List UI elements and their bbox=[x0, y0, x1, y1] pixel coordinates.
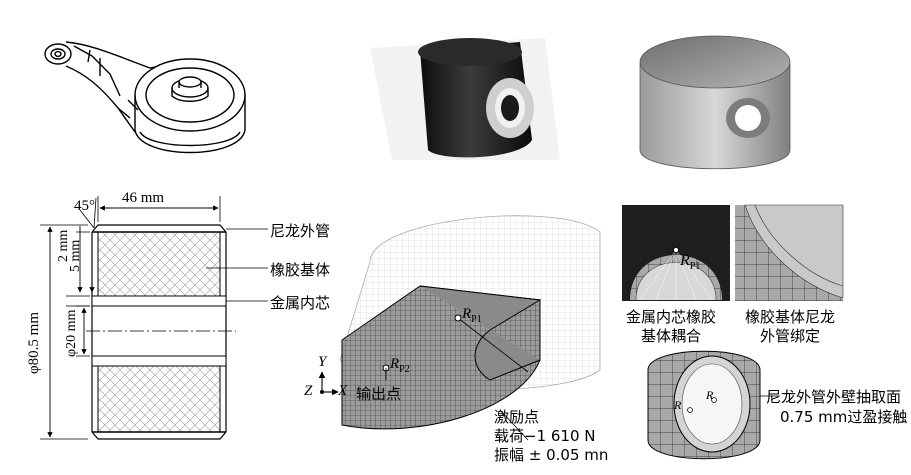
tie-label-line2: 外管绑定 bbox=[760, 327, 821, 345]
coupling-label-line2: 基体耦合 bbox=[641, 327, 702, 345]
tie-label-line1: 橡胶基体尼龙 bbox=[745, 308, 836, 326]
output-point-label: 输出点 bbox=[356, 385, 402, 403]
outer-surface-label-line1: 尼龙外管外壁抽取面 bbox=[766, 388, 902, 406]
section-drawing bbox=[40, 196, 268, 440]
dim-5mm-label: 5 mm bbox=[68, 239, 83, 272]
dim-phi20-label: φ20 mm bbox=[64, 309, 79, 357]
bushing-photo bbox=[370, 38, 560, 160]
rp2-label: RP2 bbox=[390, 356, 410, 375]
axis-z-label: Z bbox=[304, 383, 313, 399]
engine-mount-drawing bbox=[44, 41, 246, 154]
dim-angle-label: 45° bbox=[74, 198, 95, 214]
axis-y-label: Y bbox=[318, 354, 327, 370]
outer-surface-label-line2: 0.75 mm过盈接触 bbox=[780, 408, 908, 426]
fe-mesh-model bbox=[318, 215, 601, 441]
nylon-outer-tube-label: 尼龙外管 bbox=[270, 222, 331, 240]
coupling-panel bbox=[622, 205, 730, 301]
ring-rp-a: R bbox=[674, 398, 682, 412]
rp1-label: RP1 bbox=[462, 306, 482, 325]
tie-panel bbox=[735, 204, 844, 301]
coupling-label-line1: 金属内芯橡胶 bbox=[626, 308, 717, 326]
dim-width-label: 46 mm bbox=[122, 190, 165, 206]
bushing-cad-model bbox=[639, 35, 791, 170]
ring-rp-b: R bbox=[706, 388, 714, 402]
load-label: 载荷−1 610 N bbox=[494, 427, 596, 445]
dim-phi80-label: φ80.5 mm bbox=[26, 312, 42, 374]
metal-core-label: 金属内芯 bbox=[270, 294, 331, 312]
axis-x-label: X bbox=[338, 383, 348, 399]
rp3-label: RP1 bbox=[680, 252, 701, 273]
amplitude-label: 振幅 ± 0.05 mn bbox=[494, 446, 609, 464]
excitation-point-label: 激励点 bbox=[494, 408, 540, 426]
rubber-matrix-label: 橡胶基体 bbox=[270, 261, 331, 279]
outer-surface-ring bbox=[647, 350, 780, 460]
